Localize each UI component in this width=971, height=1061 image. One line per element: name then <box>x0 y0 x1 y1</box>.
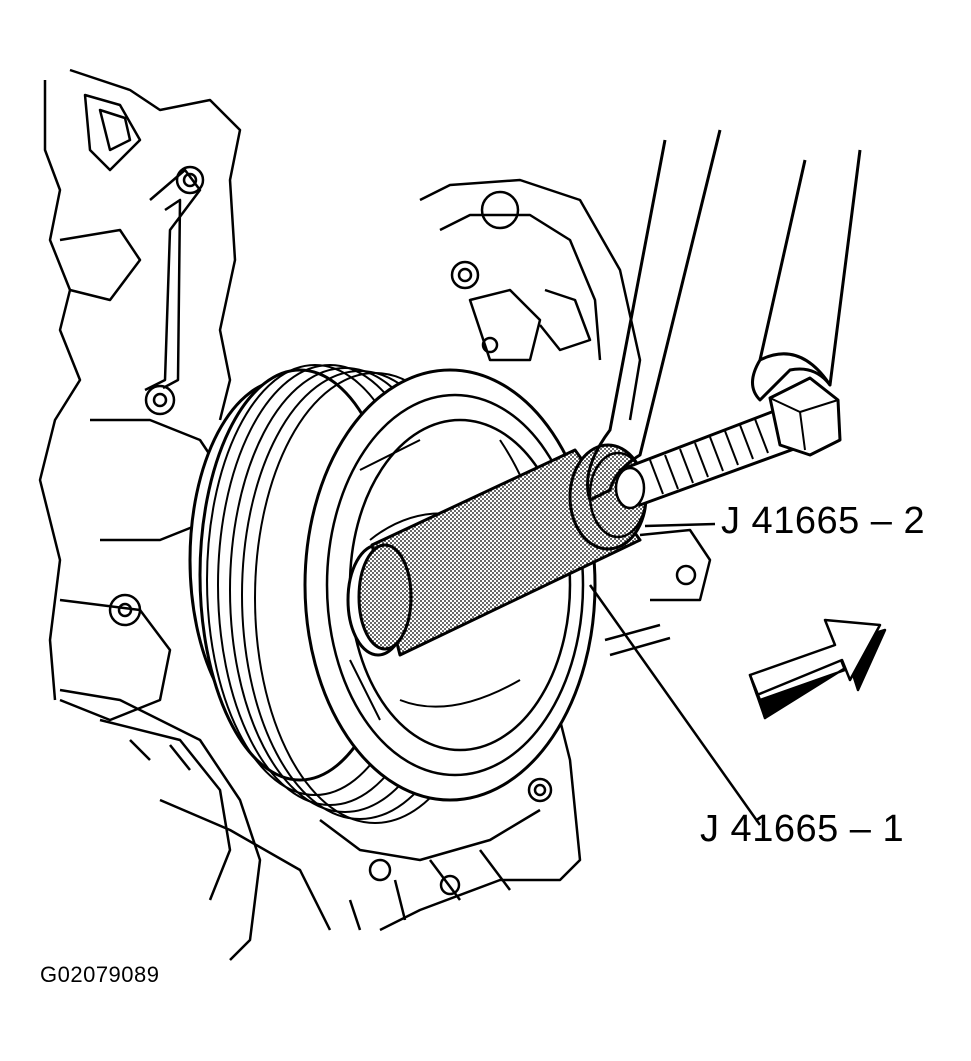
wrench <box>586 129 862 502</box>
figure-id: G02079089 <box>40 962 160 987</box>
tool-label-j41665-1: J 41665 – 1 <box>700 808 905 850</box>
direction-arrow-icon <box>748 618 887 720</box>
leader-line-2 <box>644 522 716 528</box>
front-cover-plate <box>419 178 712 657</box>
tool-label-j41665-2: J 41665 – 2 <box>721 500 926 542</box>
leader-line-1 <box>588 584 762 826</box>
leader-lines <box>588 522 762 826</box>
installer-bolt <box>614 376 842 510</box>
installer-tool-body <box>346 443 648 657</box>
